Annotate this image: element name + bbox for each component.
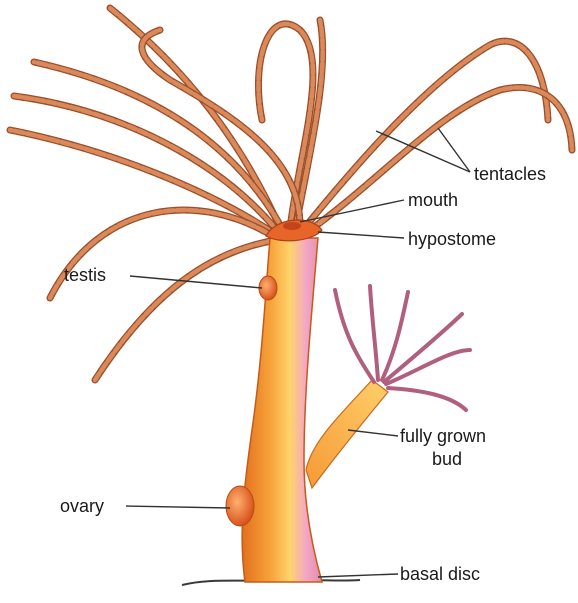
bud-tentacles: [335, 286, 470, 410]
label-mouth: mouth: [408, 190, 458, 210]
label-hypostome: hypostome: [408, 229, 496, 249]
tentacle-1-fill: [110, 8, 282, 232]
tentacle-1: [110, 8, 282, 232]
leader-bud: [348, 430, 398, 436]
leader-basal-disc: [318, 574, 398, 577]
leader-testis: [130, 276, 262, 288]
bud-tentacle-6: [388, 388, 466, 410]
bud-tentacle-2: [370, 286, 378, 380]
tentacle-6: [95, 240, 276, 380]
tentacle-6-fill: [95, 240, 276, 380]
label-basal-disc: basal disc: [400, 564, 480, 584]
label-bud-line1: fully grown: [400, 426, 486, 446]
bud-tentacle-1: [335, 290, 374, 382]
bud-tentacle-5: [386, 350, 470, 384]
mouth: [283, 222, 301, 230]
leader-ovary: [126, 506, 230, 508]
ovary-knob: [226, 486, 254, 526]
label-testis: testis: [64, 265, 106, 285]
hydra-body: [242, 238, 322, 582]
label-ovary: ovary: [60, 496, 104, 516]
label-bud-line2: bud: [432, 449, 462, 469]
label-tentacles: tentacles: [474, 164, 546, 184]
leader-hypostome: [318, 232, 404, 238]
